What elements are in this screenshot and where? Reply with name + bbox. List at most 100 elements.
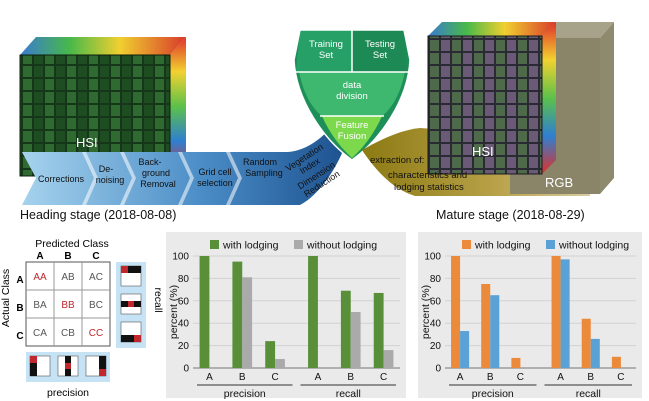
x-tick-label: A [315,372,322,383]
x-tick-label: C [617,372,624,383]
y-tick-label: 100 [424,252,441,263]
bar-without-lodging-B [590,338,600,368]
legend-swatch [546,240,555,249]
y-tick-label: 20 [178,341,190,352]
recall-icons: recall [116,262,164,348]
legend-swatch [462,240,471,249]
heading-hsi-label: HSI [76,135,98,150]
y-axis-label: percent (%) [168,285,180,339]
x-tick-label: B [487,372,494,383]
data-flow-shield [293,29,411,161]
cell-cb: CB [61,328,75,339]
y-tick-label: 60 [430,296,442,307]
preprocessing-arrow-strip [22,112,352,205]
cell-ac: AC [89,272,103,283]
legend-label: without lodging [558,240,629,252]
mature-hsi-cube: HSI [427,22,556,175]
mature-stage-caption: Mature stage (2018-08-29) [436,208,585,222]
bar-without-lodging-B [350,312,361,368]
bar-with-lodging-A [308,256,318,368]
step-corrections: Corrections [38,174,85,184]
y-tick-label: 40 [430,319,442,330]
y-tick-label: 0 [435,364,441,375]
bar-with-lodging-A [451,256,461,368]
y-axis-label: percent (%) [420,285,432,339]
col-header-c: C [92,251,99,262]
cell-bb: BB [61,300,75,311]
cell-ba: BA [33,300,47,311]
bar-with-lodging-C [265,341,276,368]
bar-without-lodging-C [275,359,285,368]
group-label-precision: precision [224,388,266,400]
group-label-precision: precision [472,388,514,400]
confusion-matrix: Predicted Class Actual Class A B C A B C… [0,238,164,399]
step-denoising: De-noising [96,164,125,185]
bar-with-lodging-B [340,290,351,368]
x-tick-label: C [271,372,278,383]
y-tick-label: 0 [183,364,189,375]
y-tick-label: 60 [178,296,190,307]
heading-stage-caption: Heading stage (2018-08-08) [20,208,176,222]
legend-label: with lodging [474,240,531,252]
bar-without-lodging-A [460,331,470,368]
legend-label: with lodging [222,240,279,252]
bar-with-lodging-A [551,256,561,368]
bar-without-lodging-B [242,277,253,368]
group-label-recall: recall [336,388,361,400]
x-tick-label: B [239,372,246,383]
bar-with-lodging-B [581,318,591,368]
bar-without-lodging-A [560,259,570,368]
row-header-b: B [16,303,23,314]
legend-swatch [294,240,303,249]
y-tick-label: 100 [172,252,189,263]
legend-swatch [210,240,219,249]
y-tick-label: 20 [430,341,442,352]
mature-hsi-label: HSI [472,144,494,159]
bar-with-lodging-C [611,356,621,368]
y-tick-label: 80 [430,274,442,285]
bar-with-lodging-B [481,284,491,368]
recall-label: recall [152,287,164,312]
group-label-recall: recall [576,388,601,400]
chart-1: 0 20 40 60 80 100 percent (%) with lodging witho… [166,232,406,400]
mature-rgb-label: RGB [545,175,573,190]
predicted-class-title: Predicted Class [35,238,109,250]
y-tick-label: 40 [178,319,190,330]
x-tick-label: A [557,372,564,383]
cell-ca: CA [33,328,47,339]
legend-label: without lodging [306,240,377,252]
cell-ab: AB [61,272,75,283]
cell-cc: CC [89,328,103,339]
actual-class-label: Actual Class [0,269,12,327]
bar-with-lodging-A [199,256,210,368]
x-tick-label: B [587,372,594,383]
precision-icons: precision [26,352,110,399]
bar-with-lodging-C [373,292,384,368]
bar-with-lodging-C [511,357,521,368]
x-tick-label: A [457,372,464,383]
bar-without-lodging-B [490,295,500,368]
bar-without-lodging-C [383,350,394,368]
cell-aa: AA [33,272,47,283]
col-header-b: B [64,251,71,262]
row-header-c: C [16,331,23,342]
x-tick-label: B [347,372,354,383]
bar-with-lodging-B [232,261,243,368]
y-tick-label: 80 [178,274,190,285]
precision-label: precision [47,387,89,399]
col-header-a: A [36,251,43,262]
cell-bc: BC [89,300,103,311]
row-header-a: A [16,275,23,286]
x-tick-label: C [380,372,387,383]
chart-2: 0 20 40 60 80 100 percent (%) with lodging witho… [418,232,642,400]
x-tick-label: C [517,372,524,383]
